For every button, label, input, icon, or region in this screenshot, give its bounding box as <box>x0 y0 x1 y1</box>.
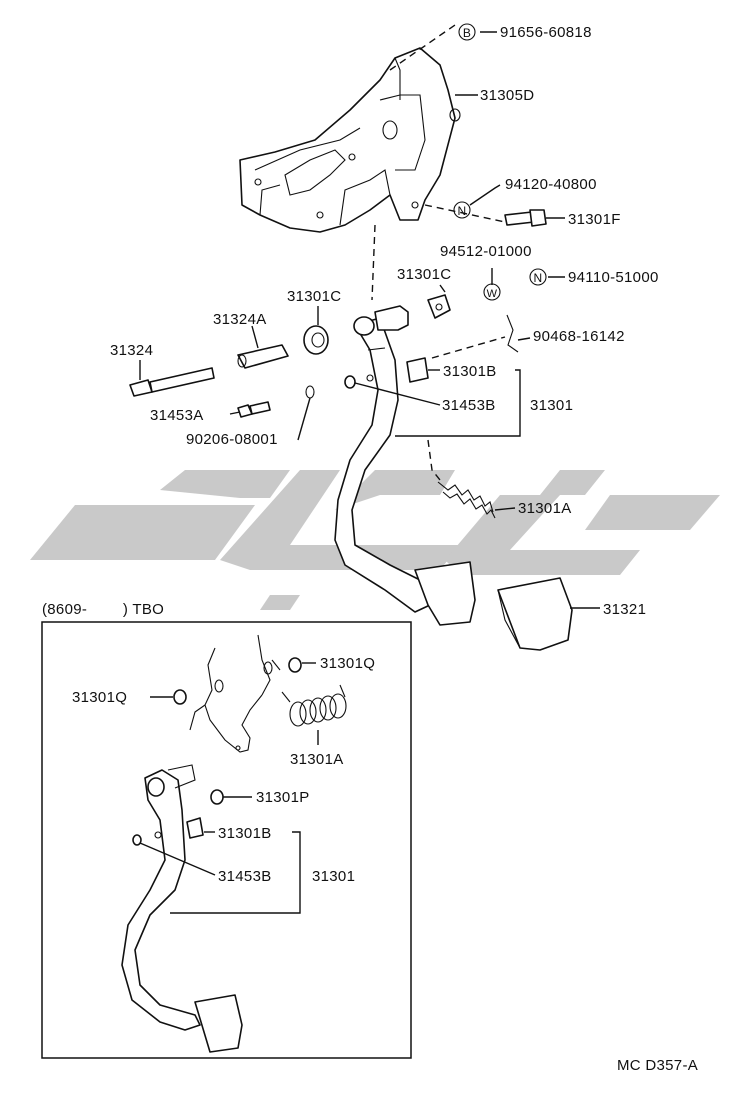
inset-label-31453B: 31453B <box>218 868 272 885</box>
label-31301C-right: 31301C <box>397 266 451 283</box>
bushing-31301C-right <box>427 294 451 319</box>
stopper-31453B <box>344 375 356 389</box>
label-31453B: 31453B <box>442 397 496 414</box>
label-31301F: 31301F <box>568 211 621 228</box>
bolt-31324 <box>129 367 215 397</box>
label-90206-08001: 90206-08001 <box>186 431 278 448</box>
bolt-31301F <box>504 209 547 227</box>
label-31301B: 31301B <box>443 363 497 380</box>
label-31301C-left: 31301C <box>287 288 341 305</box>
bolt-31453A <box>237 401 271 418</box>
marker-B: B <box>458 23 476 41</box>
inset-bushing-31301Q-left <box>173 689 187 705</box>
washer-90206 <box>305 385 315 399</box>
return-spring <box>427 439 496 519</box>
inset-title: (8609- ) TBO <box>42 601 164 618</box>
inset-bracket <box>189 634 281 753</box>
marker-W: W <box>483 283 501 301</box>
collar-31324A <box>237 344 289 369</box>
svg-text:W: W <box>487 288 498 300</box>
label-31324A: 31324A <box>213 311 267 328</box>
label-31453A: 31453A <box>150 407 204 424</box>
pedal-pad <box>497 577 573 651</box>
inset-label-31301: 31301 <box>312 868 355 885</box>
label-91656-60818: 91656-60818 <box>500 24 592 41</box>
inset-pedal-pad <box>194 994 243 1053</box>
label-31321: 31321 <box>603 601 646 618</box>
label-94110-51000: 94110-51000 <box>568 269 659 286</box>
bushing-31301C-left <box>303 325 329 355</box>
diagram-code: MC D357-A <box>617 1057 698 1074</box>
inset-label-31301Q-right: 31301Q <box>320 655 375 672</box>
inset-label-31301Q-left: 31301Q <box>72 689 127 706</box>
inset-stopper-31453B <box>132 834 142 846</box>
clip-90468 <box>431 314 519 359</box>
inset-clip-31301P <box>210 789 224 805</box>
label-31301: 31301 <box>530 397 573 414</box>
inset-frame <box>41 621 412 1059</box>
inset-cushion-31301B <box>186 817 204 839</box>
label-94512-01000: 94512-01000 <box>440 243 532 260</box>
svg-text:N: N <box>534 271 543 285</box>
pedal-pad-installed <box>414 561 476 626</box>
label-94120-40800: 94120-40800 <box>505 176 597 193</box>
inset-label-31301A: 31301A <box>290 751 344 768</box>
inset-label-31301B: 31301B <box>218 825 272 842</box>
inset-bushing-31301Q-right <box>288 657 302 673</box>
label-31305D: 31305D <box>480 87 534 104</box>
label-90468-16142: 90468-16142 <box>533 328 625 345</box>
pedal-bracket <box>239 47 461 233</box>
marker-N-1: N <box>453 201 471 219</box>
label-31324: 31324 <box>110 342 153 359</box>
marker-N-2: N <box>529 268 547 286</box>
inset-spring <box>281 684 347 727</box>
cushion-31301B <box>406 357 429 383</box>
label-31301A: 31301A <box>518 500 572 517</box>
svg-text:B: B <box>463 26 471 40</box>
watermark-logo <box>30 470 720 610</box>
inset-pedal-arm <box>121 764 201 1031</box>
inset-label-31301P: 31301P <box>256 789 310 806</box>
svg-text:N: N <box>458 204 467 218</box>
